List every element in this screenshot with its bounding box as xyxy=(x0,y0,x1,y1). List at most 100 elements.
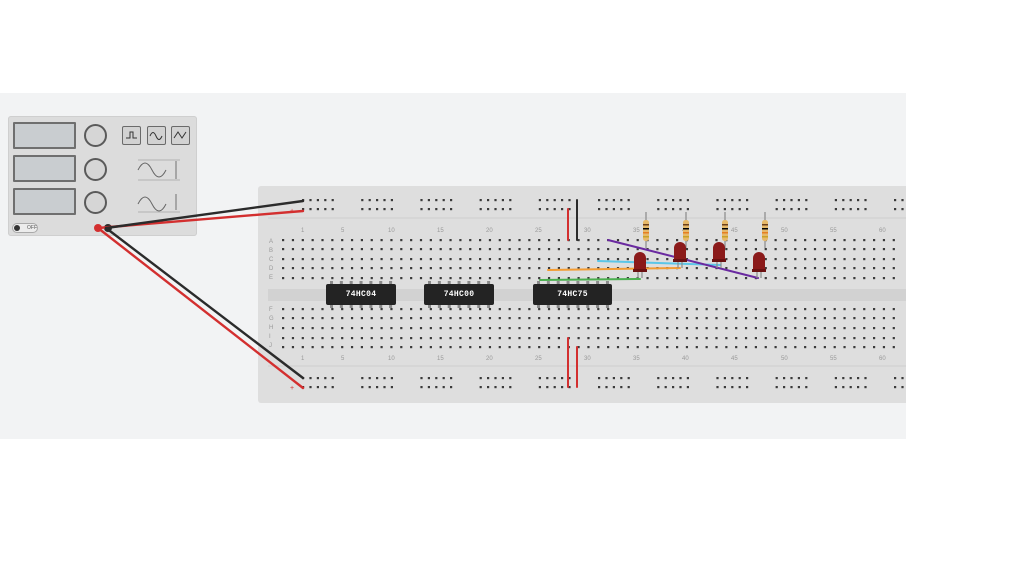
hole xyxy=(469,317,472,320)
hole xyxy=(282,267,285,270)
rail-hole xyxy=(783,386,786,389)
hole xyxy=(587,317,590,320)
rail-hole xyxy=(309,386,312,389)
rail-hole xyxy=(324,208,327,211)
hole xyxy=(301,346,304,349)
hole xyxy=(410,267,413,270)
hole xyxy=(725,258,728,261)
row-letter-b: B xyxy=(269,248,274,254)
rail-hole xyxy=(605,386,608,389)
rail-hole xyxy=(790,199,793,202)
chip-74hc04[interactable]: 74HC04 xyxy=(326,284,396,305)
hole xyxy=(833,327,836,330)
rail-hole xyxy=(679,377,682,380)
hole xyxy=(735,267,738,270)
hole xyxy=(528,239,531,242)
hole xyxy=(488,337,492,340)
row-letter-d: D xyxy=(269,266,274,272)
hole xyxy=(616,346,620,349)
wires[interactable]: ++ xyxy=(96,199,759,392)
power-switch[interactable]: OFF xyxy=(12,223,38,233)
hole xyxy=(350,258,354,261)
hole xyxy=(567,277,570,280)
hole xyxy=(676,327,679,330)
rail-hole xyxy=(309,208,312,211)
hole xyxy=(419,267,423,270)
hole xyxy=(321,248,324,251)
amplitude-display[interactable] xyxy=(13,155,76,182)
hole xyxy=(311,258,314,261)
hole xyxy=(735,277,738,280)
hole xyxy=(833,239,836,242)
square-wave-button[interactable] xyxy=(122,126,141,145)
hole xyxy=(695,327,698,330)
hole xyxy=(479,308,482,311)
hole xyxy=(419,346,423,349)
rail-hole xyxy=(420,377,423,380)
hole xyxy=(774,267,777,270)
sine-wave-button[interactable] xyxy=(147,126,166,145)
hole xyxy=(518,317,521,320)
hole xyxy=(341,239,344,242)
hole xyxy=(843,277,846,280)
hole xyxy=(528,258,531,261)
rail-hole xyxy=(746,208,749,211)
hole xyxy=(843,308,846,311)
hole xyxy=(459,317,462,320)
chip-pin xyxy=(389,281,393,284)
hole xyxy=(774,327,777,330)
chip-pin xyxy=(359,305,363,308)
chip-pin xyxy=(467,281,471,284)
breadboard-holes[interactable] xyxy=(282,199,904,389)
hole xyxy=(685,346,689,349)
hole xyxy=(469,346,472,349)
hole xyxy=(380,337,383,340)
offset-knob[interactable] xyxy=(84,191,107,214)
amplitude-knob[interactable] xyxy=(84,158,107,181)
rail-hole xyxy=(657,208,660,211)
hole xyxy=(508,248,511,251)
hole xyxy=(419,248,423,251)
hole xyxy=(439,248,442,251)
hole xyxy=(646,327,649,330)
column-number: 35 xyxy=(633,228,640,234)
rail-hole xyxy=(553,377,556,380)
chip-74hc75[interactable]: 74HC75 xyxy=(533,284,612,305)
hole xyxy=(488,346,492,349)
hole xyxy=(744,248,748,251)
hole xyxy=(479,258,482,261)
frequency-display[interactable] xyxy=(13,122,76,149)
hole xyxy=(764,337,767,340)
hole xyxy=(626,258,629,261)
function-generator[interactable]: OFF xyxy=(8,116,197,236)
hole xyxy=(370,267,373,270)
chip-pin xyxy=(428,305,431,308)
hole xyxy=(892,248,895,251)
rail-hole xyxy=(442,199,445,202)
components[interactable] xyxy=(329,212,768,308)
hole xyxy=(863,346,866,349)
hole xyxy=(843,267,846,270)
hole xyxy=(794,317,797,320)
sine-wave-icon xyxy=(149,132,163,140)
hole xyxy=(301,337,304,340)
hole xyxy=(282,308,285,311)
rail-hole xyxy=(901,199,904,202)
chip-74hc00[interactable]: 74HC00 xyxy=(424,284,494,305)
hole xyxy=(498,258,501,261)
hole xyxy=(725,317,728,320)
triangle-wave-button[interactable] xyxy=(171,126,190,145)
hole xyxy=(695,346,698,349)
hole xyxy=(843,346,846,349)
hole xyxy=(547,327,551,330)
led-rim xyxy=(752,269,766,272)
chip-pin xyxy=(487,305,491,308)
offset-display[interactable] xyxy=(13,188,76,215)
frequency-knob[interactable] xyxy=(84,124,107,147)
hole xyxy=(784,337,787,340)
resistor-band xyxy=(722,232,728,234)
rail-hole xyxy=(783,377,786,380)
hole xyxy=(715,308,718,311)
hole xyxy=(459,248,462,251)
rail-hole xyxy=(435,377,438,380)
